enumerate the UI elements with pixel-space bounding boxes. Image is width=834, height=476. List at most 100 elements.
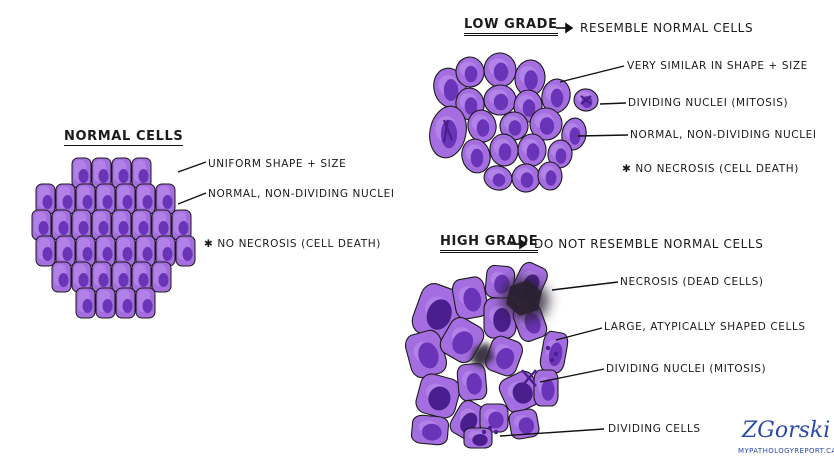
low-grade-cell [489, 133, 519, 167]
normal-nucleus [58, 221, 69, 235]
low-grade-nucleus [522, 99, 536, 117]
low-grade-cell [499, 111, 529, 141]
chromatin-dot [549, 357, 555, 363]
high-grade-cell [533, 369, 559, 407]
high-grade-nucleus [488, 411, 504, 429]
normal-cell [51, 209, 72, 241]
low-grade-nucleus [526, 143, 540, 161]
low-grade-cell [517, 133, 547, 167]
normal-cell [55, 235, 76, 267]
normal-cell [135, 287, 156, 319]
normal-nucleus [42, 195, 53, 209]
normal-cells-title: NORMAL CELLS [64, 129, 184, 146]
mitosis-figure [442, 119, 454, 143]
low-grade-nucleus [524, 70, 538, 90]
chromatin-dot [487, 425, 493, 431]
normal-cell [175, 235, 196, 267]
normal-cell [51, 261, 72, 293]
high-grade-cell [508, 408, 540, 440]
low-grade-cell [461, 138, 491, 174]
low-grade-cell [483, 52, 517, 88]
pointer-necrosis [551, 281, 619, 291]
necrosis-patch [470, 342, 494, 368]
normal-cells-cluster [31, 157, 196, 319]
low-grade-cells-cluster [429, 52, 599, 193]
high-dividing-nuclei-label: DIVIDING NUCLEI (MITOSIS) [606, 363, 767, 375]
pointer-normal-nuclei [177, 192, 207, 205]
normal-nucleus [138, 273, 149, 287]
normal-nucleus [158, 273, 169, 287]
chromatin-dot [553, 351, 559, 357]
high-grade-nucleus [512, 382, 533, 404]
normal-cell [71, 209, 92, 241]
normal-cell [131, 209, 152, 241]
low-grade-cell [529, 107, 563, 141]
high-grade-nucleus [421, 423, 442, 441]
high-grade-cell [439, 316, 485, 364]
normal-nucleus [142, 195, 153, 209]
low-grade-nucleus [520, 172, 534, 188]
artist-signature: ZGorski [742, 418, 831, 443]
low-grade-cell [537, 161, 563, 191]
high-grade-nucleus [493, 308, 511, 332]
normal-nucleus [82, 299, 93, 313]
low-non-dividing-label: NORMAL, NON-DIVIDING NUCLEI [630, 129, 817, 141]
high-grade-cell [451, 276, 489, 320]
normal-cell [71, 157, 92, 189]
large-atypical-label: LARGE, ATYPICALLY SHAPED CELLS [604, 321, 806, 333]
necrosis-patch [506, 280, 542, 316]
low-grade-cell [547, 139, 573, 169]
high-grade-title: HIGH GRADE [440, 235, 539, 253]
normal-nucleus [138, 169, 149, 183]
normal-cell [135, 235, 156, 267]
very-similar-label: VERY SIMILAR IN SHAPE + SIZE [627, 60, 808, 72]
low-grade-nucleus [443, 79, 459, 101]
normal-cell [95, 183, 116, 215]
normal-nucleus [178, 221, 189, 235]
normal-nucleus [98, 221, 109, 235]
low-grade-cell [483, 84, 517, 116]
high-grade-cells-cluster [405, 261, 569, 449]
low-grade-nucleus [470, 148, 484, 168]
pointer-dividing-nuclei-high [539, 368, 605, 383]
high-grade-nucleus [466, 373, 482, 395]
normal-nucleus [82, 247, 93, 261]
high-grade-nucleus [472, 434, 488, 446]
high-grade-nucleus [518, 417, 535, 435]
website-credit: MYPATHOLOGYREPORT.CA [738, 447, 834, 455]
high-grade-nucleus [463, 287, 482, 312]
low-grade-nucleus [508, 120, 522, 136]
normal-cell [151, 261, 172, 293]
normal-nucleus [38, 221, 49, 235]
normal-nucleus [118, 169, 129, 183]
pointer-uniform-shape [177, 161, 207, 173]
high-grade-nucleus [541, 379, 555, 401]
normal-nucleus [58, 273, 69, 287]
pointer-lines [177, 65, 629, 437]
necrosis-label: NECROSIS (DEAD CELLS) [620, 276, 764, 288]
low-grade-nucleus [550, 88, 564, 108]
low-grade-nucleus [492, 173, 506, 187]
normal-nucleus [162, 195, 173, 209]
normal-no-necrosis-note: ✱ NO NECROSIS (CELL DEATH) [204, 238, 381, 250]
normal-nucleus [78, 221, 89, 235]
normal-nucleus [62, 195, 73, 209]
low-grade-nucleus [539, 117, 555, 135]
normal-nucleus [62, 247, 73, 261]
normal-cell [131, 261, 152, 293]
high-grade-cell [410, 414, 450, 446]
normal-cell [95, 287, 116, 319]
normal-nuclei-label: NORMAL, NON-DIVIDING NUCLEI [208, 188, 395, 200]
normal-nucleus [142, 299, 153, 313]
high-grade-nucleus [426, 299, 452, 330]
pointer-dividing-cells [499, 428, 605, 437]
normal-nucleus [118, 221, 129, 235]
low-grade-cell [467, 109, 497, 143]
chromatin-dot [493, 429, 499, 435]
uniform-shape-label: UNIFORM SHAPE + SIZE [208, 158, 347, 170]
normal-cell [91, 157, 112, 189]
low-grade-cell [455, 56, 485, 88]
normal-cell [155, 183, 176, 215]
